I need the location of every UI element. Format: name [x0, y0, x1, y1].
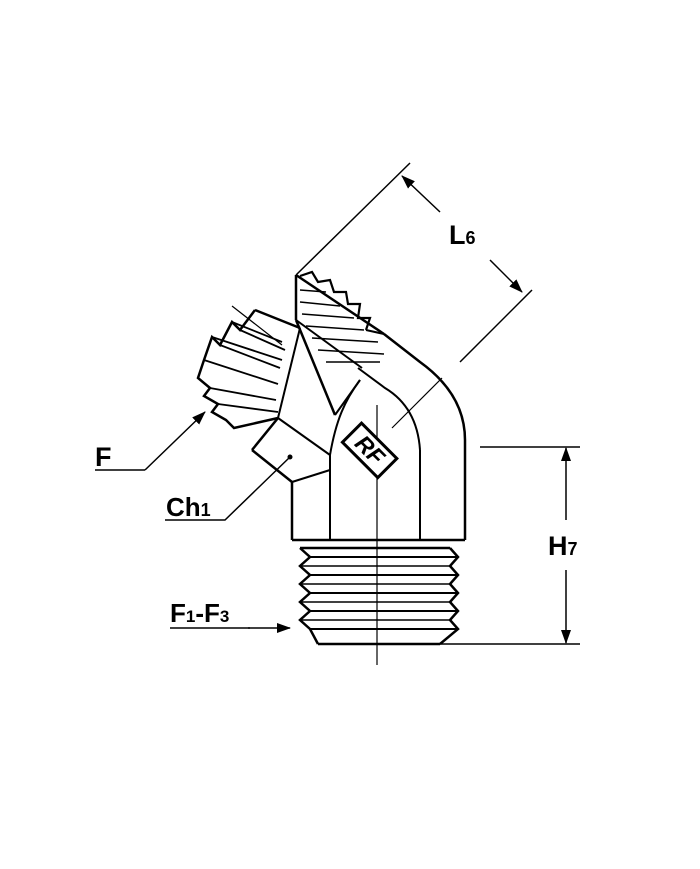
svg-text:Ch1: Ch1: [166, 492, 211, 522]
l6-label-main: L: [449, 220, 466, 250]
ch1-label-main: Ch: [166, 492, 201, 522]
svg-text:F1-F3: F1-F3: [170, 598, 229, 628]
rf-logo: RF: [340, 421, 399, 480]
f1f3-label-sub1: 1: [186, 607, 195, 626]
f1f3-label-sub2: 3: [220, 607, 229, 626]
leader-f: F: [95, 411, 206, 472]
h7-label-sub: 7: [568, 539, 578, 559]
bottom-male-thread: [298, 546, 460, 646]
leader-f1-f3: F1-F3: [170, 598, 291, 633]
ch1-label-sub: 1: [201, 500, 211, 520]
lower-body: [290, 440, 467, 542]
l6-label-sub: 6: [466, 228, 476, 248]
h7-label-main: H: [548, 531, 568, 561]
f1f3-label-mid: -F: [195, 598, 220, 628]
hex-flat: [251, 417, 331, 483]
f1f3-label-main: F: [170, 598, 186, 628]
f-label: F: [95, 442, 112, 472]
upper-body: [277, 273, 385, 419]
inner-female-thread: [299, 270, 385, 363]
dimension-l6: L6: [295, 162, 533, 363]
svg-text:L6: L6: [449, 220, 476, 250]
side-male-thread: [196, 308, 301, 430]
svg-text:H7: H7: [548, 531, 578, 561]
leader-ch1: Ch1: [165, 456, 291, 522]
dimension-h7: H7: [440, 446, 586, 645]
